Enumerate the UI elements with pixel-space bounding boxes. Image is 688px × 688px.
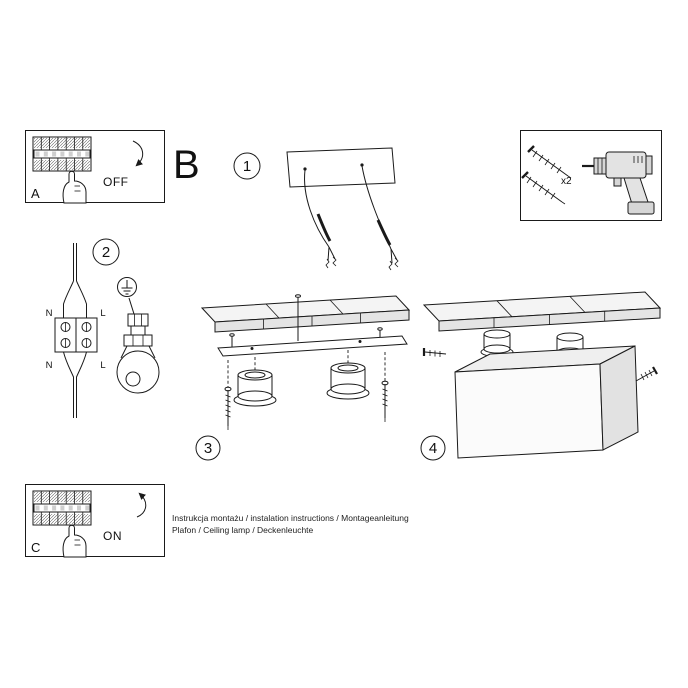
neutral-label-bottom: N xyxy=(46,360,53,371)
side-set-screw-icon xyxy=(635,366,658,382)
center-screw-icon xyxy=(295,294,301,341)
mounted-socket-icon xyxy=(480,329,514,368)
panel-c-label: C xyxy=(31,540,40,555)
step-4-number: 4 xyxy=(429,440,437,457)
step-1-number: 1 xyxy=(243,158,251,175)
step-2-number: 2 xyxy=(102,244,110,261)
fixing-screw-icon xyxy=(381,352,389,422)
power-off-label: OFF xyxy=(103,175,129,189)
step-2: 2 N L N L xyxy=(46,238,160,418)
footer-line-2: Plafon / Ceiling lamp / Deckenleuchte xyxy=(172,525,314,535)
step-2-badge xyxy=(92,238,120,266)
drill-icon xyxy=(582,151,655,215)
ceiling-icon xyxy=(200,295,411,333)
footer-line-1: Instrukcja montażu / instalation instruc… xyxy=(172,513,409,523)
section-b-label: B xyxy=(173,143,200,187)
mounting-plate-icon xyxy=(286,147,396,188)
step-3-number: 3 xyxy=(204,440,212,457)
step-3: 3 xyxy=(195,294,411,461)
side-set-screw-icon xyxy=(422,348,447,357)
cable-gland-icon xyxy=(116,297,160,394)
flip-up-arrow-icon xyxy=(136,492,147,518)
power-on-label: ON xyxy=(103,529,122,543)
mounting-bracket-icon xyxy=(217,335,408,357)
step-1-badge xyxy=(233,152,261,180)
box-shade-icon xyxy=(454,345,639,459)
panel-a-label: A xyxy=(31,186,40,201)
supply-wires-icon xyxy=(304,165,399,271)
panel-c: ON C xyxy=(25,484,165,558)
breaker-switch-icon xyxy=(32,490,92,526)
step-1: 1 xyxy=(233,147,399,271)
lamp-socket-icon xyxy=(233,357,277,407)
ground-symbol-icon xyxy=(117,277,137,297)
live-label-top: L xyxy=(100,308,105,319)
lamp-socket-icon xyxy=(326,350,370,400)
ceiling-screw-icon xyxy=(229,333,235,347)
step-4: 4 xyxy=(420,291,662,461)
screw-count-label: x2 xyxy=(561,176,572,187)
screw-icon xyxy=(527,145,572,179)
ceiling-icon xyxy=(422,291,662,332)
flip-down-arrow-icon xyxy=(132,140,144,167)
step-4-badge xyxy=(420,435,446,461)
breaker-switch-icon xyxy=(32,136,92,172)
neutral-label-top: N xyxy=(46,308,53,319)
live-label-bottom: L xyxy=(100,360,105,371)
screw-icon xyxy=(521,171,566,205)
fixing-screw-icon xyxy=(224,360,232,430)
step-3-badge xyxy=(195,435,221,461)
terminal-wiring-icon xyxy=(54,243,98,418)
panel-a: OFF A xyxy=(25,130,165,204)
parts-box: x2 xyxy=(520,130,662,221)
